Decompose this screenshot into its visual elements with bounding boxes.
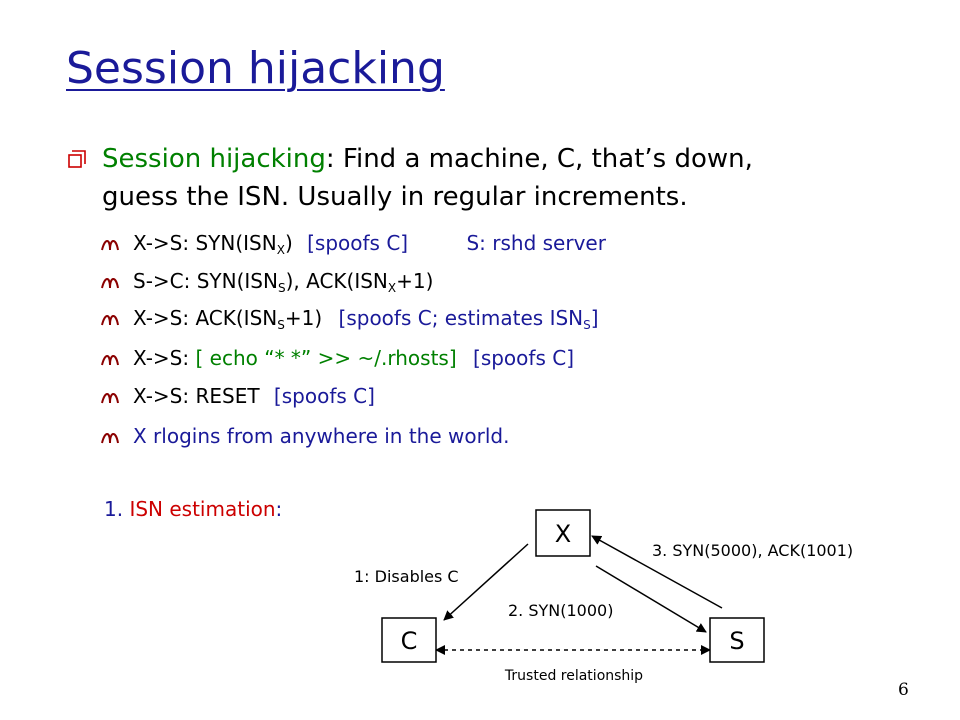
arrow-bullet-icon xyxy=(101,355,119,366)
step-6-text: X rlogins from anywhere in the world. xyxy=(133,424,510,448)
edge-s-to-x xyxy=(591,535,723,609)
step-3-note: [spoofs C; estimates ISNS] xyxy=(338,306,599,332)
bullet-line2: guess the ISN. Usually in regular increm… xyxy=(102,182,688,212)
edge-x-to-s xyxy=(595,565,707,633)
slide-title: Session hijacking xyxy=(66,43,445,94)
edge-x-to-c xyxy=(443,543,529,621)
node-c-label: C xyxy=(401,627,418,655)
step-3: X->S: ACK(ISNS+1) [spoofs C; estimates I… xyxy=(101,305,599,338)
node-s xyxy=(709,617,765,663)
node-x xyxy=(535,509,591,557)
label-trusted: Trusted relationship xyxy=(504,668,643,684)
step-5: X->S: RESET [spoofs C] xyxy=(101,383,375,409)
arrow-bullet-icon xyxy=(101,278,119,289)
step-1-text: X->S: SYN(ISN xyxy=(133,231,277,255)
arrow-bullet-icon xyxy=(101,240,119,251)
step-4-command: [ echo “* *” >> ~/.rhosts] xyxy=(195,346,457,370)
bullet-line1: : Find a machine, C, that’s down, xyxy=(325,144,753,174)
label-syn-1000: 2. SYN(1000) xyxy=(508,601,613,620)
label-syn-ack: 3. SYN(5000), ACK(1001) xyxy=(652,541,853,560)
box-bullet-icon xyxy=(68,150,86,168)
label-disables-c: 1: Disables C xyxy=(354,567,459,586)
step-6: X rlogins from anywhere in the world. xyxy=(101,423,509,449)
arrow-bullet-icon xyxy=(101,315,119,326)
node-c xyxy=(381,617,437,663)
bullet-term: Session hijacking xyxy=(102,144,326,174)
step-2: S->C: SYN(ISNS), ACK(ISNX+1) xyxy=(101,268,433,301)
step-4-note: [spoofs C] xyxy=(473,346,574,370)
arrow-bullet-icon xyxy=(101,393,119,404)
step-5-note: [spoofs C] xyxy=(273,384,375,408)
isn-estimation-label: 1. ISN estimation: xyxy=(104,497,283,521)
server-note: S: rshd server xyxy=(466,231,606,255)
node-x-label: X xyxy=(555,520,571,548)
arrow-bullet-icon xyxy=(101,433,119,444)
main-bullet-text: Session hijacking: Find a machine, C, th… xyxy=(102,140,922,216)
page-number: 6 xyxy=(898,680,909,700)
step-1-note: [spoofs C] xyxy=(307,231,409,255)
step-4: X->S: [ echo “* *” >> ~/.rhosts] [spoofs… xyxy=(101,345,574,371)
step-1: X->S: SYN(ISNX) [spoofs C] S: rshd serve… xyxy=(101,230,606,263)
node-s-label: S xyxy=(729,627,744,655)
